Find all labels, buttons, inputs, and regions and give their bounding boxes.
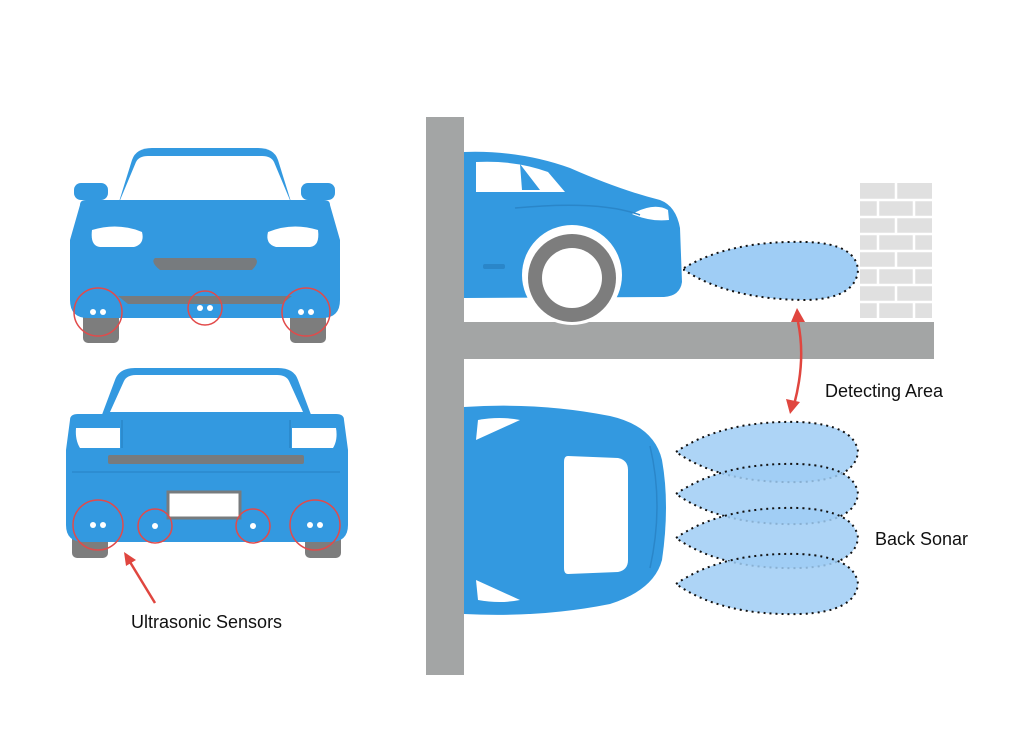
rear-body xyxy=(66,414,348,542)
detecting-area-arrow xyxy=(786,308,805,414)
horizontal-floor xyxy=(464,322,934,359)
rear-license-plate xyxy=(166,490,242,520)
car-top-icon xyxy=(464,405,666,615)
front-grille xyxy=(153,258,257,270)
rear-trim-bar xyxy=(108,455,304,464)
side-car-window xyxy=(476,161,565,192)
front-right-mirror xyxy=(301,183,335,200)
ultrasonic-sensors-label: Ultrasonic Sensors xyxy=(131,612,282,632)
front-sensors xyxy=(73,287,331,337)
front-right-headlight xyxy=(267,226,319,247)
side-car-rear-window xyxy=(520,164,540,190)
top-car-rear-window xyxy=(564,456,628,574)
back-sonar-label: Back Sonar xyxy=(875,529,968,549)
ultrasonic-callout: Ultrasonic Sensors xyxy=(124,552,282,632)
car-front-view xyxy=(70,148,340,343)
car-rear-view xyxy=(66,368,348,558)
brick-wall-icon xyxy=(860,183,932,318)
front-windshield xyxy=(118,156,292,205)
rear-window xyxy=(110,375,303,412)
side-car-headlight xyxy=(632,206,669,221)
rear-left-taillight xyxy=(75,428,120,448)
front-bumper-line xyxy=(118,296,292,304)
front-left-mirror xyxy=(74,183,108,200)
rear-right-taillight xyxy=(292,428,337,448)
back-sonar-lobes xyxy=(674,420,860,616)
front-left-headlight xyxy=(91,226,143,247)
vertical-wall xyxy=(426,117,464,675)
car-side-icon xyxy=(464,151,682,325)
rear-sensors xyxy=(72,499,341,551)
detecting-area-label: Detecting Area xyxy=(825,381,944,401)
front-sonar-lobe xyxy=(683,240,860,302)
